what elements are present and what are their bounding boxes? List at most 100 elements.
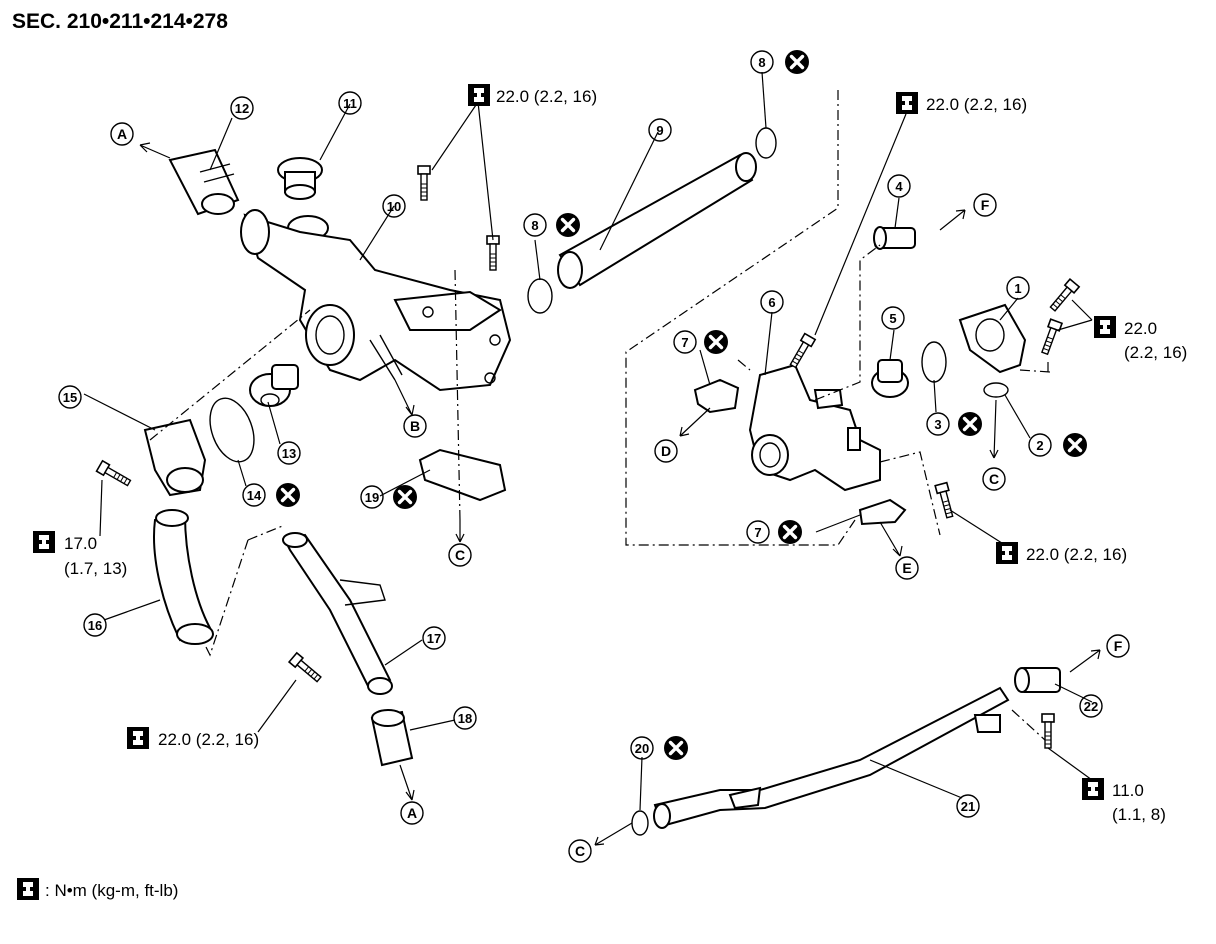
o-ring-part: [631, 810, 649, 836]
seal-part: [983, 382, 1009, 398]
bolt-part: [288, 652, 324, 685]
torque-wrench-icon: [1094, 316, 1116, 338]
bolt-part: [1041, 713, 1055, 749]
connection-b: B: [403, 414, 427, 438]
svg-text:A: A: [117, 126, 127, 142]
bolt-part: [934, 481, 957, 520]
svg-text:5: 5: [889, 311, 896, 326]
long-pipe-part: [557, 152, 757, 289]
svg-text:F: F: [1114, 638, 1123, 654]
gasket-part: [418, 448, 507, 502]
connection-e: E: [895, 556, 919, 580]
svg-text:C: C: [575, 843, 585, 859]
svg-text:12: 12: [235, 101, 249, 116]
callout-22: 22: [1079, 694, 1103, 718]
callout-21: 21: [956, 794, 980, 818]
svg-text:13: 13: [282, 446, 296, 461]
upper-hose-part: [168, 148, 240, 216]
callout-7: 7: [746, 520, 770, 544]
torque-spec: (1.7, 13): [64, 559, 127, 578]
torque-spec: 22.0 (2.2, 16): [158, 730, 259, 749]
bolt-part: [1038, 318, 1063, 357]
svg-text:9: 9: [656, 123, 663, 138]
assembly-boundary-line: [625, 90, 856, 546]
torque-spec: 22.0: [1124, 319, 1157, 338]
bolt-part: [417, 165, 431, 201]
small-hose-part: [1014, 667, 1061, 693]
svg-text:F: F: [981, 197, 990, 213]
thermostat-cover-part: [958, 303, 1027, 374]
connection-c: C: [982, 467, 1006, 491]
svg-text:14: 14: [247, 488, 262, 503]
torque-spec: 22.0 (2.2, 16): [1026, 545, 1127, 564]
o-ring-part: [755, 127, 777, 159]
connection-f: F: [1106, 634, 1130, 658]
svg-text:C: C: [455, 547, 465, 563]
water-pipe-part: [282, 532, 393, 695]
svg-text:16: 16: [88, 618, 102, 633]
svg-text:15: 15: [63, 390, 77, 405]
svg-text:3: 3: [934, 417, 941, 432]
bolt-part: [787, 332, 816, 370]
torque-spec: 22.0 (2.2, 16): [496, 87, 597, 106]
callout-6: 6: [760, 290, 784, 314]
svg-text:17: 17: [427, 631, 441, 646]
torque-spec: 11.0: [1112, 781, 1144, 800]
callout-9: 9: [648, 118, 672, 142]
callout-1: 1: [1006, 276, 1030, 300]
gasket-ring-part: [209, 397, 255, 463]
svg-text:7: 7: [754, 525, 761, 540]
gasket-part: [858, 498, 907, 526]
svg-text:C: C: [989, 471, 999, 487]
svg-text:18: 18: [458, 711, 472, 726]
callout-13: 13: [277, 441, 301, 465]
svg-text:20: 20: [635, 741, 649, 756]
bypass-pipe-part: [653, 686, 1010, 829]
water-control-housing-part: [748, 363, 881, 492]
svg-text:B: B: [410, 418, 420, 434]
bolt-part: [1047, 278, 1080, 314]
x-circle-icon: [783, 48, 811, 76]
connection-letters: A A B C C C D E F F: [110, 122, 1130, 863]
bolt-part: [486, 235, 500, 271]
lower-hose-part: [153, 509, 214, 645]
svg-text:2: 2: [1036, 438, 1043, 453]
connection-a: A: [110, 122, 134, 146]
callout-3: 3: [926, 412, 950, 436]
callout-16: 16: [83, 613, 107, 637]
svg-text:A: A: [407, 805, 417, 821]
connection-a: A: [400, 801, 424, 825]
torque-spec: (2.2, 16): [1124, 343, 1187, 362]
torque-spec: 22.0 (2.2, 16): [926, 95, 1027, 114]
connection-f: F: [973, 193, 997, 217]
torque-wrench-icon: [468, 84, 490, 106]
torque-wrench-icon: [17, 878, 39, 900]
torque-wrench-icon: [896, 92, 918, 114]
x-circle-icon: [391, 483, 419, 511]
o-ring-part: [527, 278, 553, 314]
torque-specs: 22.0 (2.2, 16) 22.0 (2.2, 16) 22.0 (2.2,…: [33, 84, 1187, 824]
o-ring-part: [921, 341, 947, 383]
callout-8: 8: [523, 213, 547, 237]
torque-wrench-icon: [33, 531, 55, 553]
callout-12: 12: [230, 96, 254, 120]
callout-2: 2: [1028, 433, 1052, 457]
callout-17: 17: [422, 626, 446, 650]
water-outlet-housing-part: [240, 209, 512, 392]
legend-text: : N•m (kg-m, ft-lb): [45, 881, 178, 900]
x-circle-icon: [956, 410, 984, 438]
svg-text:19: 19: [365, 490, 379, 505]
callout-18: 18: [453, 706, 477, 730]
x-circle-icon: [662, 734, 690, 762]
svg-text:21: 21: [961, 799, 975, 814]
thermostat-part: [249, 364, 299, 407]
x-circle-icon: [1061, 431, 1089, 459]
svg-text:D: D: [661, 443, 671, 459]
svg-text:8: 8: [758, 55, 765, 70]
non-reusable-marks: [274, 48, 1089, 762]
water-inlet-part: [143, 418, 207, 497]
callout-8: 8: [750, 50, 774, 74]
callout-7: 7: [673, 330, 697, 354]
x-circle-icon: [274, 481, 302, 509]
